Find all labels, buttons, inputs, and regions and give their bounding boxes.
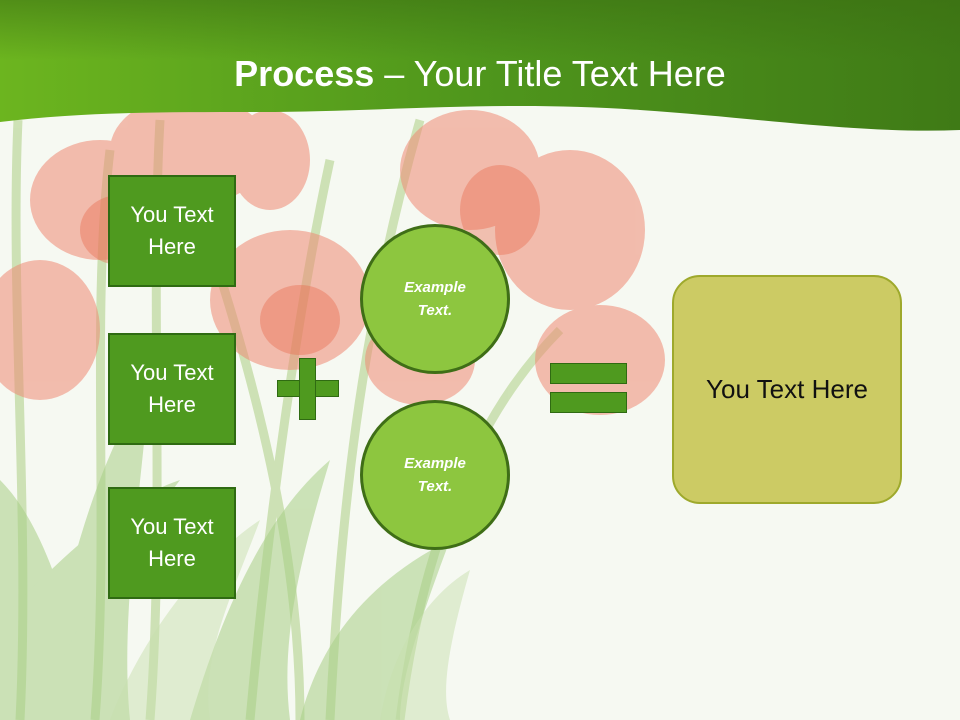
left-text-box-3[interactable]: You Text Here bbox=[108, 487, 236, 599]
title-rest-part: – Your Title Text Here bbox=[374, 53, 726, 94]
example-circle-1[interactable]: Example Text. bbox=[360, 224, 510, 374]
title-bold-part: Process bbox=[234, 53, 375, 94]
equals-bar-top bbox=[550, 363, 627, 384]
result-text-box[interactable]: You Text Here bbox=[672, 275, 902, 504]
example-circle-label: Example Text. bbox=[404, 279, 466, 319]
page-title: Process – Your Title Text Here bbox=[0, 52, 960, 96]
left-text-box-label: You Text Here bbox=[130, 202, 214, 259]
equals-bar-bottom bbox=[550, 392, 627, 413]
left-text-box-label: You Text Here bbox=[130, 360, 214, 417]
left-text-box-1[interactable]: You Text Here bbox=[108, 175, 236, 287]
example-circle-label: Example Text. bbox=[404, 455, 466, 495]
left-text-box-2[interactable]: You Text Here bbox=[108, 333, 236, 445]
example-circle-2[interactable]: Example Text. bbox=[360, 400, 510, 550]
plus-icon bbox=[277, 358, 339, 420]
left-text-box-label: You Text Here bbox=[130, 514, 214, 571]
result-text-label: You Text Here bbox=[706, 374, 868, 404]
